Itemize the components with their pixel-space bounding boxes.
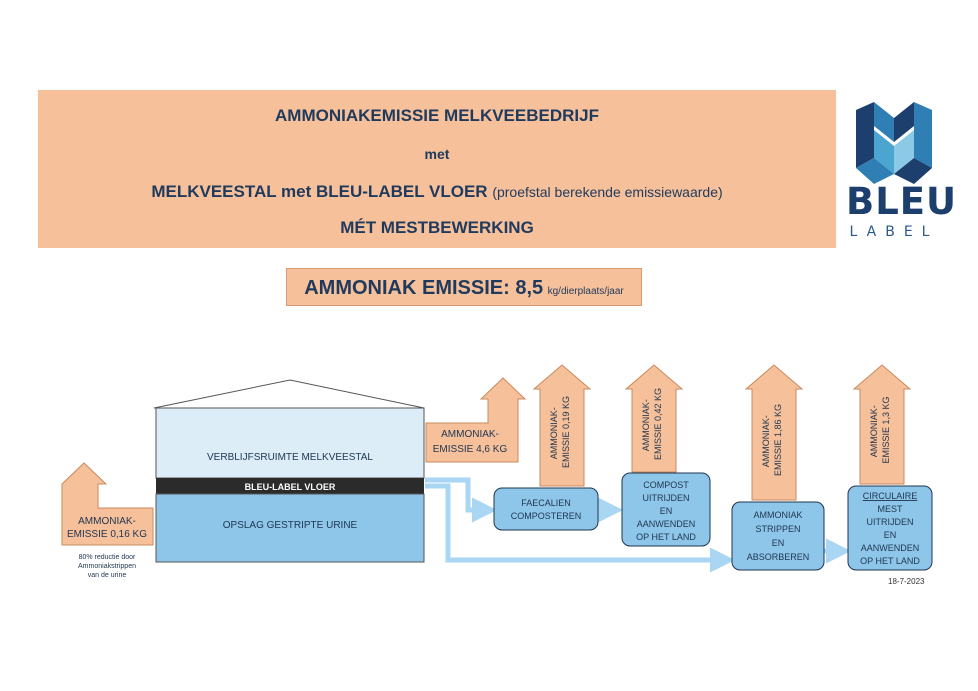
emission-arrow-1: AMMONIAK- EMISSIE 0,19 KG: [532, 364, 592, 487]
emission-arrow-3: AMMONIAK- EMISSIE 1,86 KG: [744, 364, 804, 501]
reduction-note: 80% reductie door Ammoniakstrippen van d…: [78, 554, 136, 579]
title-banner: AMMONIAKEMISSIE MELKVEEBEDRIJF met MELKV…: [38, 90, 836, 248]
faecalien-line-2: COMPOSTEREN: [511, 511, 582, 521]
ammoniak-line-4: ABSORBEREN: [747, 552, 810, 562]
emission-arrow-barn: AMMONIAK- EMISSIE 4,6 KG: [425, 377, 527, 463]
circulaire-line-1: CIRCULAIRE: [863, 491, 918, 501]
box-ammoniak-strippen: AMMONIAK STRIPPEN EN ABSORBEREN: [731, 501, 825, 571]
total-emission-label: AMMONIAK EMISSIE: 8,5: [304, 277, 544, 299]
emission-arrow-2: AMMONIAK- EMISSIE 0,42 KG: [624, 364, 684, 473]
reduction-note-line-2: Ammoniakstrippen: [78, 563, 136, 570]
flow-floor-to-ammoniak: [425, 483, 735, 573]
title-line-3-sub: (proefstal berekende emissiewaarde): [492, 184, 723, 200]
barn-upper-space: [155, 407, 425, 479]
emission-2-line-2: EMISSIE 0,42 KG: [653, 388, 663, 460]
compost-line-4: AANWENDEN: [637, 519, 696, 529]
circulaire-line-5: AANWENDEN: [861, 543, 920, 553]
logo-word-bleu: BLEU: [846, 180, 958, 223]
reduction-note-line-1: 80% reductie door: [79, 554, 136, 561]
emission-4-line-1: AMMONIAK-: [869, 405, 879, 457]
circulaire-line-2: MEST: [877, 504, 903, 514]
emission-1-line-2: EMISSIE 0,19 KG: [561, 396, 571, 468]
title-line-2: met: [424, 146, 450, 162]
ammoniak-line-2: STRIPPEN: [755, 524, 800, 534]
emission-3-line-1: AMMONIAK-: [761, 415, 771, 467]
bleu-label-logo-icon: [856, 102, 932, 184]
ammoniak-line-3: EN: [772, 538, 785, 548]
title-line-1: AMMONIAKEMISSIE MELKVEEBEDRIJF: [275, 106, 599, 125]
total-emission-box: AMMONIAK EMISSIE: 8,5 kg/dierplaats/jaar: [286, 268, 642, 306]
compost-line-3: EN: [660, 506, 673, 516]
emission-1-label: AMMONIAK- EMISSIE 0,19 KG: [549, 396, 571, 468]
barn-lower-label: OPSLAG GESTRIPTE URINE: [223, 520, 358, 531]
emission-barn-line-1: AMMONIAK-: [441, 429, 499, 440]
logo-word-label: LABEL: [849, 224, 939, 240]
barn-roof: [153, 379, 425, 409]
document-date: 18-7-2023: [888, 577, 925, 586]
emission-1-line-1: AMMONIAK-: [549, 407, 559, 459]
title-line-4: MÉT MESTBEWERKING: [340, 218, 534, 237]
emission-arrow-4: AMMONIAK- EMISSIE 1,3 KG: [852, 364, 912, 485]
emission-3-line-2: EMISSIE 1,86 KG: [773, 404, 783, 476]
faecalien-line-1: FAECALIEN: [521, 498, 571, 508]
barn-floor-label: BLEU-LABEL VLOER: [245, 482, 336, 492]
circulaire-line-4: EN: [884, 530, 897, 540]
emission-left-line-2: EMISSIE 0,16 KG: [67, 529, 147, 540]
box-compost-aanwenden: COMPOST UITRIJDEN EN AANWENDEN OP HET LA…: [621, 472, 711, 547]
ammoniak-line-1: AMMONIAK: [753, 510, 802, 520]
compost-line-1: COMPOST: [643, 480, 689, 490]
emission-4-line-2: EMISSIE 1,3 KG: [881, 396, 891, 463]
compost-line-2: UITRIJDEN: [643, 493, 690, 503]
flow-floor-to-faecalien: [425, 477, 497, 523]
total-emission-unit: kg/dierplaats/jaar: [547, 286, 624, 297]
emission-2-line-1: AMMONIAK-: [641, 399, 651, 451]
barn-upper-label: VERBLIJFSRUIMTE MELKVEESTAL: [207, 452, 373, 463]
flow-lines: [425, 477, 851, 573]
reduction-note-line-3: van de urine: [88, 572, 127, 579]
compost-line-5: OP HET LAND: [636, 532, 696, 542]
barn-urine-storage: [155, 493, 425, 563]
emission-barn-line-2: EMISSIE 4,6 KG: [433, 444, 508, 455]
emission-2-label: AMMONIAK- EMISSIE 0,42 KG: [641, 388, 663, 460]
circulaire-line-6: OP HET LAND: [860, 556, 920, 566]
emission-4-label: AMMONIAK- EMISSIE 1,3 KG: [869, 396, 891, 463]
emission-3-label: AMMONIAK- EMISSIE 1,86 KG: [761, 404, 783, 476]
emission-left-line-1: AMMONIAK-: [78, 516, 136, 527]
circulaire-line-3: UITRIJDEN: [867, 517, 914, 527]
box-faecalien-composteren: FAECALIEN COMPOSTEREN: [493, 487, 599, 531]
barn-floor: [156, 478, 424, 494]
box-circulaire-mest: CIRCULAIRE MEST UITRIJDEN EN AANWENDEN O…: [847, 485, 933, 571]
emission-arrow-left: AMMONIAK- EMISSIE 0,16 KG: [61, 462, 154, 546]
barn: VERBLIJFSRUIMTE MELKVEESTAL BLEU-LABEL V…: [153, 379, 425, 563]
title-line-3-main: MELKVEESTAL met BLEU-LABEL VLOER: [151, 182, 488, 201]
title-line-3: MELKVEESTAL met BLEU-LABEL VLOER (proefs…: [38, 182, 836, 202]
